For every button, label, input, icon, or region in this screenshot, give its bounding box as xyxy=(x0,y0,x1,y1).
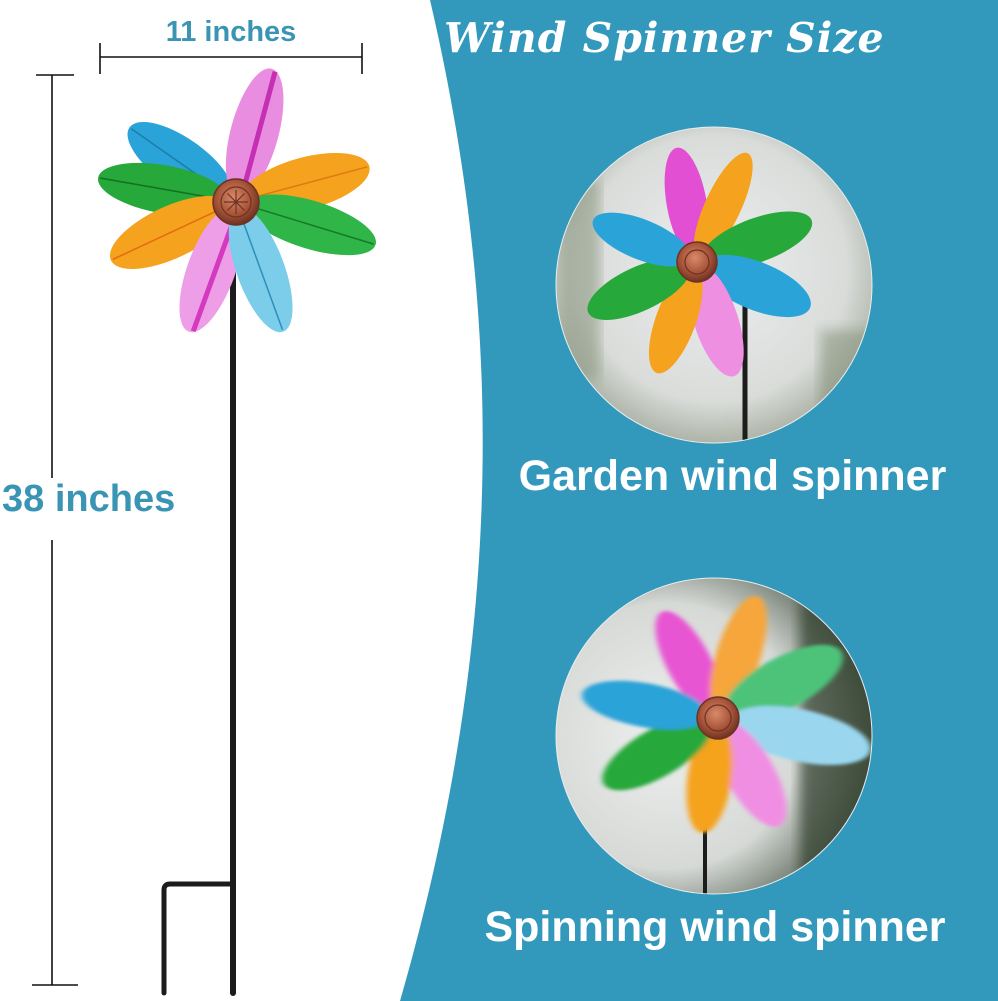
height-label: 38 inches xyxy=(2,478,176,520)
stake-icon xyxy=(161,227,236,996)
spinning-spinner-photo xyxy=(556,578,872,894)
spinning-spinner-caption: Spinning wind spinner xyxy=(484,903,946,951)
pinwheel-flower-icon xyxy=(97,68,376,333)
height-dimension-line xyxy=(32,74,78,986)
width-label: 11 inches xyxy=(165,16,297,48)
page-title: Wind Spinner Size xyxy=(444,14,885,62)
garden-spinner-caption: Garden wind spinner xyxy=(518,452,947,500)
width-dimension-line xyxy=(99,43,363,74)
